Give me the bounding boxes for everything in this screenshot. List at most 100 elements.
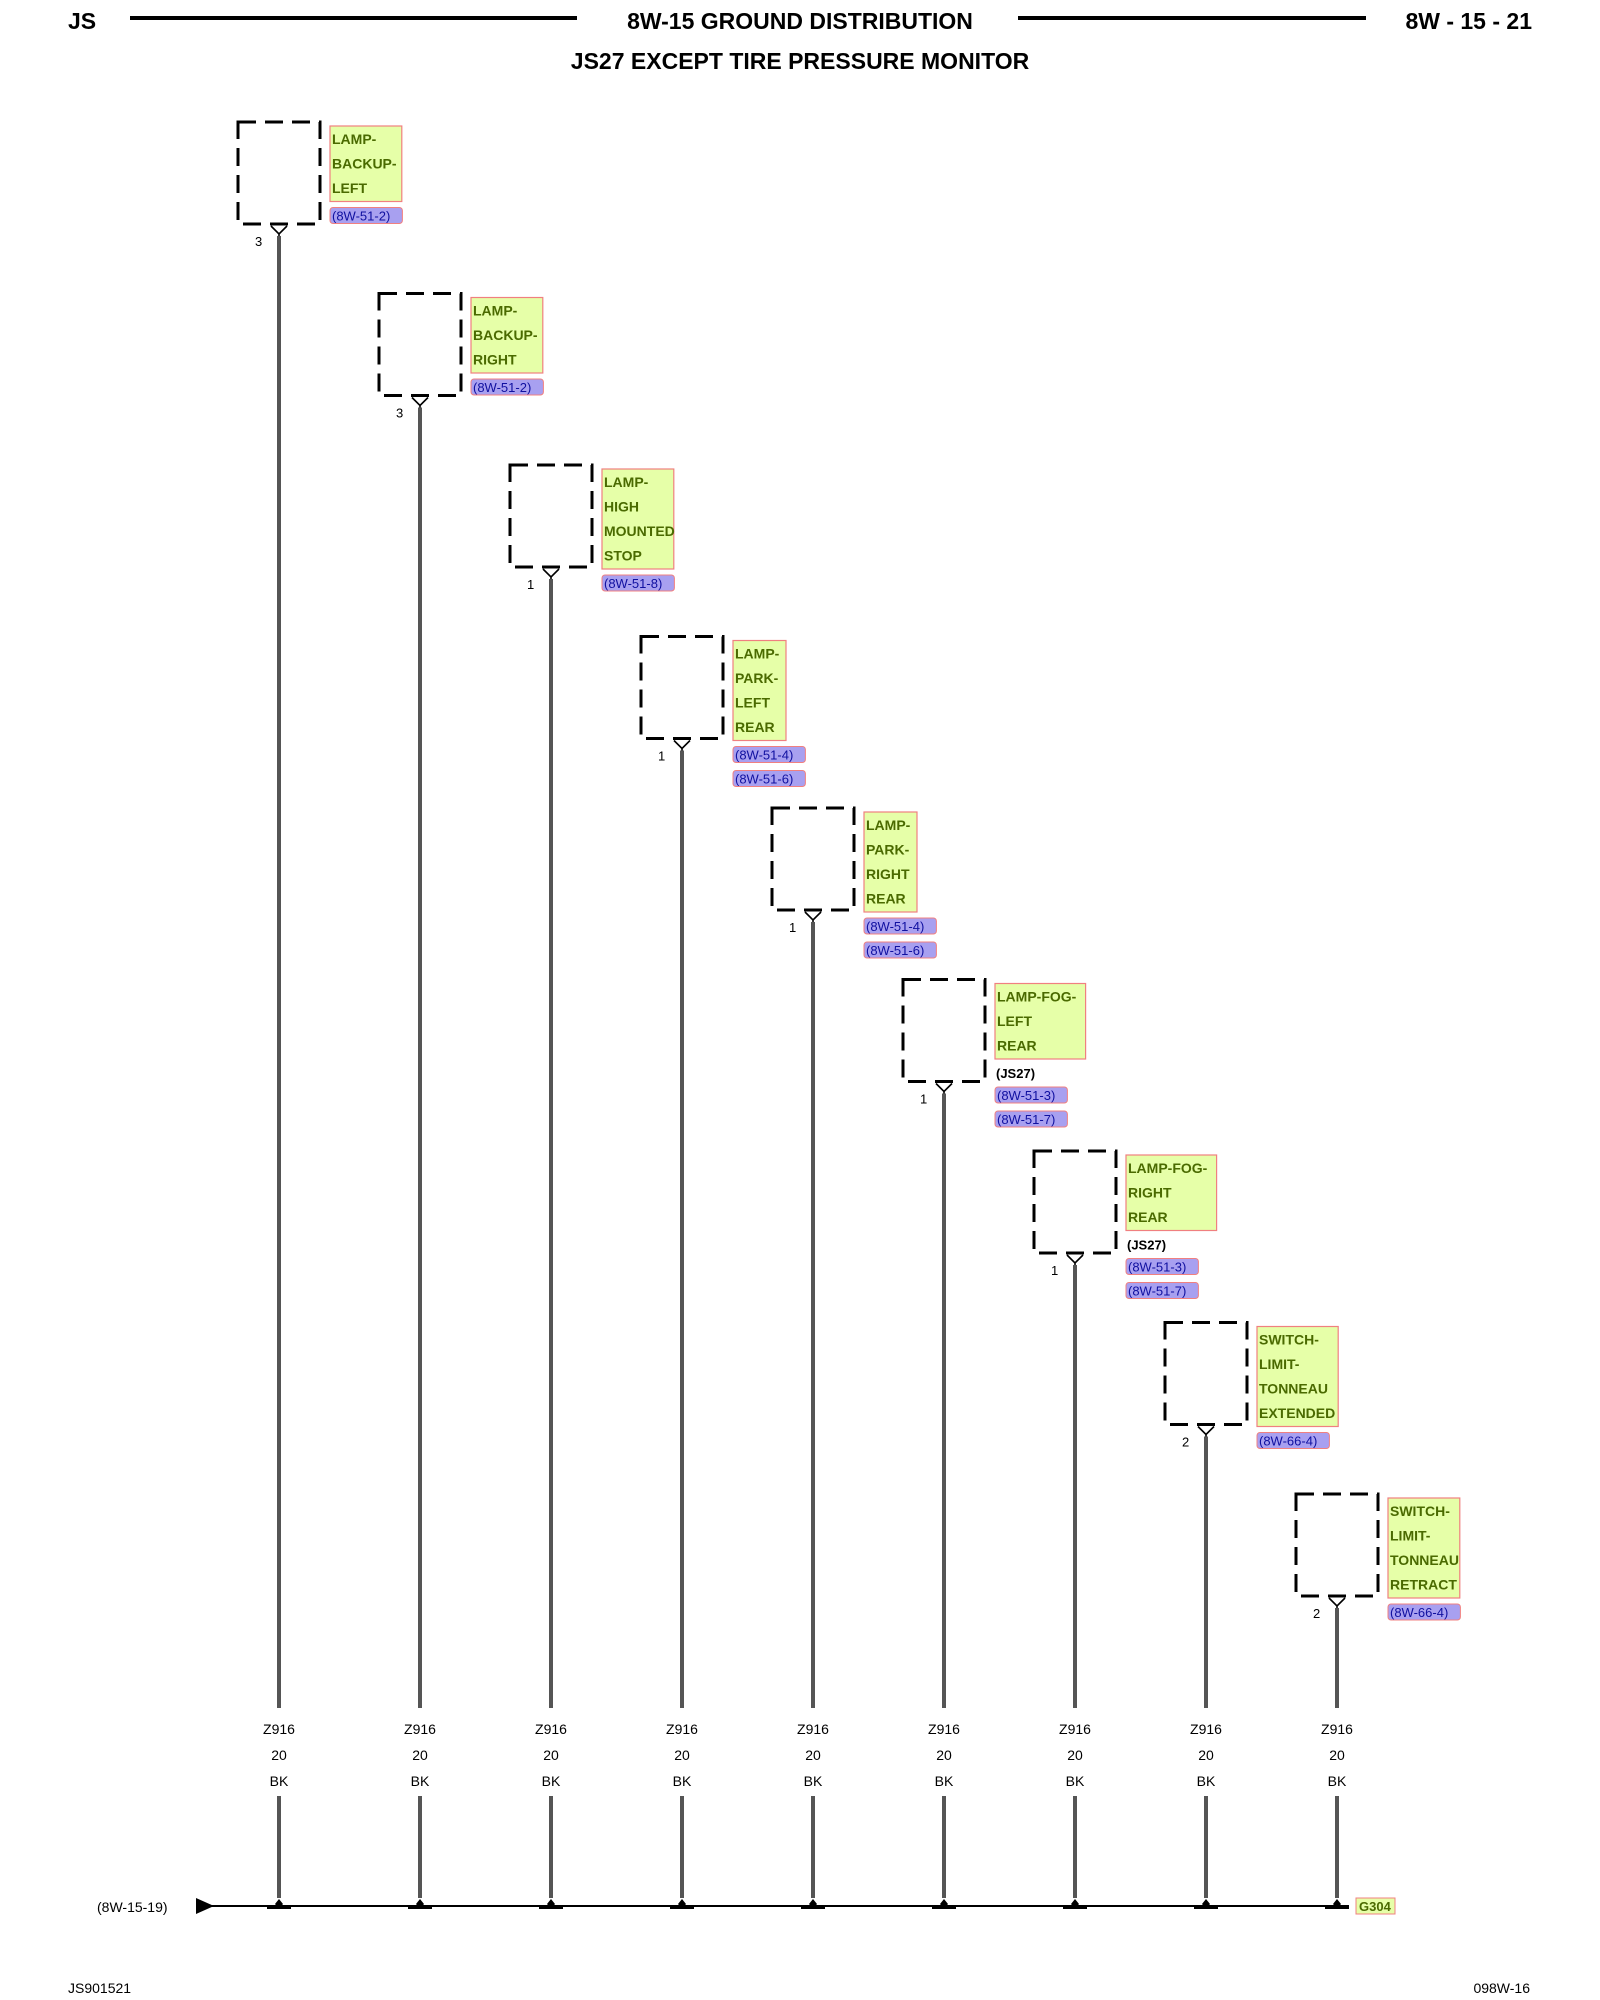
component-label-line: HIGH — [604, 499, 639, 515]
page-reference-link[interactable]: (8W-51-8) — [604, 576, 662, 591]
wire-color-label: BK — [411, 1773, 430, 1789]
connector-box[interactable] — [377, 292, 463, 397]
connector-box[interactable] — [1032, 1149, 1118, 1255]
pin-number: 3 — [396, 406, 403, 421]
wire-color-label: BK — [673, 1773, 692, 1789]
page-reference-tag[interactable] — [601, 574, 675, 592]
option-code-label: (JS27) — [996, 1066, 1035, 1081]
component-label-line: LAMP-FOG- — [1128, 1160, 1208, 1176]
connector-box[interactable] — [1294, 1492, 1380, 1598]
wire-color-label: BK — [542, 1773, 561, 1789]
wire-color-label: BK — [270, 1773, 289, 1789]
footer-page-id: 098W-16 — [1473, 1980, 1530, 1996]
page-reference-tag[interactable] — [732, 746, 806, 763]
component-label-line: TONNEAU — [1390, 1552, 1459, 1568]
page-reference-tag[interactable] — [863, 917, 937, 935]
splice-node-icon — [940, 1899, 948, 1909]
page-reference-tag[interactable] — [994, 1086, 1068, 1104]
pin-number: 1 — [789, 920, 796, 935]
page-reference-link[interactable]: (8W-51-3) — [1128, 1260, 1186, 1275]
page-reference-link[interactable]: (8W-51-6) — [866, 943, 924, 958]
footer-drawing-id: JS901521 — [68, 1980, 132, 1996]
ground-label-box — [1355, 1897, 1396, 1915]
component-5[interactable]: LAMP-PARK-RIGHTREAR(8W-51-4)(8W-51-6)1Z9… — [770, 806, 937, 1898]
component-label-line: LAMP- — [866, 817, 911, 833]
bus-arrow-icon — [196, 1898, 214, 1914]
page-reference-link[interactable]: (8W-51-6) — [735, 772, 793, 787]
wire-color-label: BK — [1197, 1773, 1216, 1789]
component-8[interactable]: SWITCH-LIMIT-TONNEAUEXTENDED(8W-66-4)2Z9… — [1163, 1321, 1339, 1899]
ground-bus: (8W-15-19) G304 — [97, 1897, 1396, 1915]
component-label-line: BACKUP- — [332, 156, 397, 172]
pin-number: 1 — [658, 749, 665, 764]
component-label-line: REAR — [866, 891, 906, 907]
component-7[interactable]: LAMP-FOG-RIGHTREAR(JS27)(8W-51-3)(8W-51-… — [1032, 1149, 1218, 1898]
component-label-box — [994, 982, 1087, 1060]
wire-circuit-label: Z916 — [1059, 1721, 1091, 1737]
component-label-line: EXTENDED — [1259, 1405, 1335, 1421]
page-reference-link[interactable]: (8W-51-7) — [1128, 1284, 1186, 1299]
component-label-box — [732, 639, 787, 742]
page-reference-link[interactable]: (8W-51-7) — [997, 1112, 1055, 1127]
connector-box[interactable] — [639, 635, 725, 740]
component-label-box — [863, 811, 918, 913]
page-reference-tag[interactable] — [329, 207, 403, 224]
connector-box[interactable] — [901, 978, 987, 1083]
component-label-line: PARK- — [866, 842, 910, 858]
component-label-line: LAMP- — [604, 474, 649, 490]
page-reference-tag[interactable] — [1125, 1282, 1199, 1299]
ground-point-label[interactable]: G304 — [1359, 1899, 1392, 1914]
pin-number: 1 — [1051, 1263, 1058, 1278]
connector-box[interactable] — [770, 806, 856, 912]
page-reference-tag[interactable] — [863, 941, 937, 959]
page-reference-link[interactable]: (8W-51-4) — [866, 919, 924, 934]
component-label-line: RIGHT — [1128, 1185, 1172, 1201]
component-label-line: BACKUP- — [473, 327, 538, 343]
splice-node-icon — [547, 1899, 555, 1909]
splice-node-icon — [678, 1899, 686, 1909]
connector-box[interactable] — [508, 463, 594, 569]
page-reference-link[interactable]: (8W-66-4) — [1259, 1434, 1317, 1449]
wire-gauge-label: 20 — [1067, 1747, 1083, 1763]
page-reference-tag[interactable] — [1256, 1432, 1330, 1449]
wire-circuit-label: Z916 — [535, 1721, 567, 1737]
splice-node-icon — [1333, 1899, 1341, 1909]
component-label-line: LAMP- — [332, 131, 377, 147]
page-reference-tag[interactable] — [1125, 1258, 1199, 1275]
option-code-label: (JS27) — [1127, 1238, 1166, 1253]
component-9[interactable]: SWITCH-LIMIT-TONNEAURETRACT(8W-66-4)2Z91… — [1294, 1492, 1461, 1898]
pin-number: 1 — [527, 577, 534, 592]
component-label-line: LAMP- — [735, 646, 780, 662]
page-reference-link[interactable]: (8W-51-4) — [735, 748, 793, 763]
component-label-box — [329, 125, 403, 203]
page-reference-tag[interactable] — [1387, 1603, 1461, 1621]
wire-color-label: BK — [1066, 1773, 1085, 1789]
page-reference-tag[interactable] — [732, 770, 806, 787]
component-label-line: MOUNTED — [604, 523, 675, 539]
pin-number: 3 — [255, 234, 262, 249]
wire-gauge-label: 20 — [271, 1747, 287, 1763]
page-reference-tag[interactable] — [470, 378, 544, 396]
connector-box[interactable] — [1163, 1321, 1249, 1426]
component-label-line: PARK- — [735, 670, 779, 686]
page-reference-link[interactable]: (8W-51-2) — [332, 209, 390, 224]
page-reference-link[interactable]: (8W-51-3) — [997, 1088, 1055, 1103]
page-reference-link[interactable]: (8W-66-4) — [1390, 1605, 1448, 1620]
page-reference-tag[interactable] — [994, 1110, 1068, 1128]
component-4[interactable]: LAMP-PARK-LEFTREAR(8W-51-4)(8W-51-6)1Z91… — [639, 635, 806, 1899]
component-label-box — [601, 468, 675, 570]
component-label-box — [1256, 1325, 1339, 1428]
wire-gauge-label: 20 — [1329, 1747, 1345, 1763]
connector-box[interactable] — [236, 120, 322, 226]
page-reference-link[interactable]: (8W-51-2) — [473, 380, 531, 395]
bus-source-reference[interactable]: (8W-15-19) — [97, 1899, 168, 1915]
wire-gauge-label: 20 — [412, 1747, 428, 1763]
component-6[interactable]: LAMP-FOG-LEFTREAR(JS27)(8W-51-3)(8W-51-7… — [901, 978, 1087, 1899]
component-label-line: REAR — [997, 1038, 1037, 1054]
component-label-line: LEFT — [332, 180, 367, 196]
component-label-line: RETRACT — [1390, 1577, 1457, 1593]
